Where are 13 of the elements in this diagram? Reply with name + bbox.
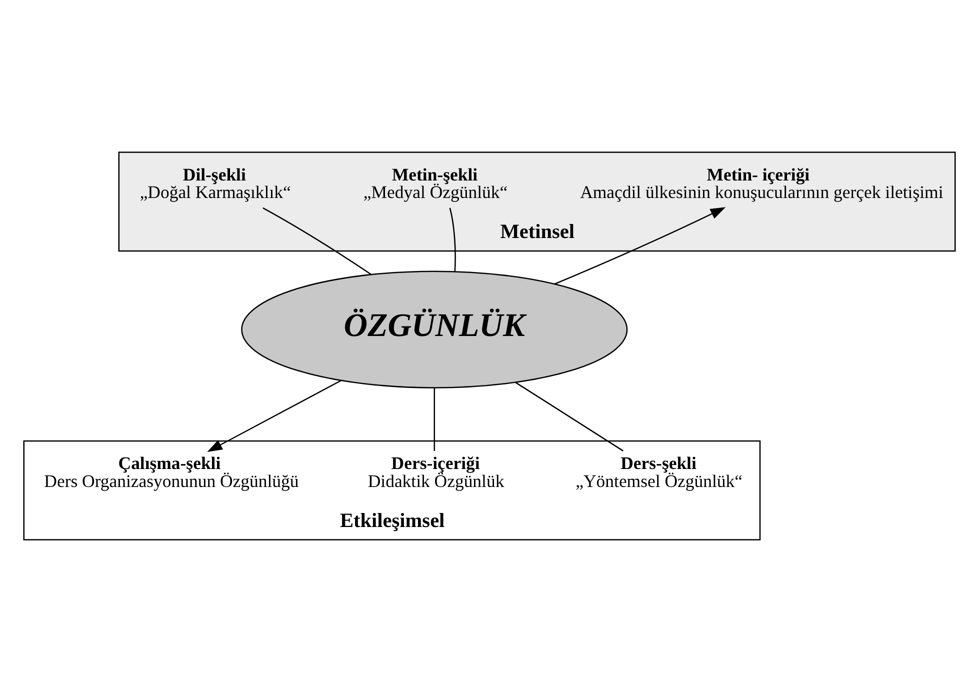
node-text: Metin-şekli „Medyal Özgünlük“ [363,164,508,202]
connector [449,207,456,272]
connector [434,388,436,450]
node-text: Ders-şekli „Yöntemsel Özgünlük“ [576,452,742,490]
node-ellipse: ÖZGÜNLÜK [241,270,628,388]
node-text: Metin- içeriği Amaçdil ülkesinin konuşucularının gerçek iletişimi [580,164,944,202]
node-text: Çalışma-şekli Ders Organizasyonunun Özgünlüğü [44,452,299,490]
node-text: Ders-içeriği Didaktik Özgünlük [368,452,504,490]
connector [515,381,624,451]
arrow [554,206,726,284]
arrow [207,380,342,452]
connector [262,206,372,274]
node-text: Dil-şekli „Doğal Karmaşıklık“ [140,164,291,202]
